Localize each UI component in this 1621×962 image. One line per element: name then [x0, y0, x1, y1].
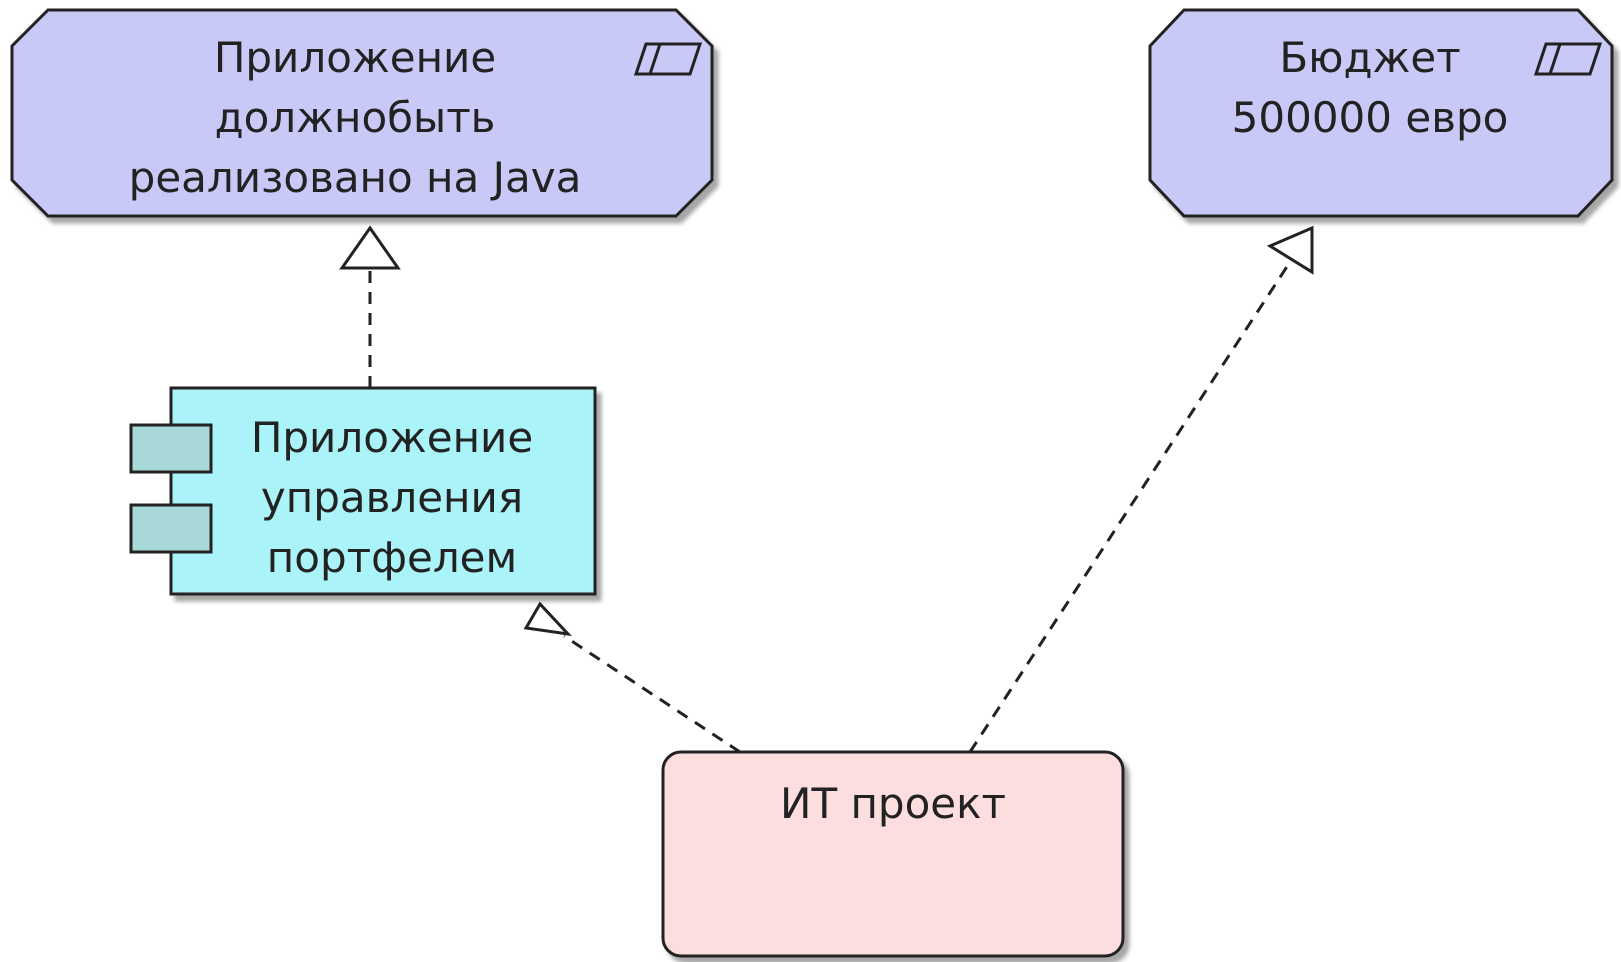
- it-project-node[interactable]: ИТ проект: [661, 750, 1125, 958]
- constraint-parallelogram-icon: [633, 42, 703, 76]
- component-icon: [129, 423, 213, 554]
- application-component-line-3: портфелем: [267, 533, 517, 582]
- relation-project-to-budget[interactable]: [968, 225, 1314, 753]
- constraint-parallelogram-icon: [1533, 42, 1603, 76]
- relation-component-to-java[interactable]: [339, 225, 401, 388]
- constraint-java-line-1: Приложение: [214, 33, 496, 82]
- constraint-java-shape: [10, 8, 714, 218]
- application-component-shape: [169, 386, 597, 596]
- application-component-line-1: Приложение: [251, 413, 533, 462]
- realization-arrowhead-icon: [1266, 225, 1314, 275]
- realization-arrowhead-icon: [523, 601, 572, 637]
- constraint-budget-shape: [1148, 8, 1614, 218]
- constraint-budget-line-1: Бюджет: [1279, 33, 1460, 82]
- constraint-java-node[interactable]: Приложение должнобыть реализовано на Jav…: [10, 8, 714, 218]
- constraint-budget-line-2: 500000 евро: [1232, 93, 1509, 142]
- constraint-java-line-2: должнобыть: [215, 93, 496, 142]
- constraint-java-line-3: реализовано на Java: [129, 153, 582, 202]
- constraint-budget-node[interactable]: Бюджет 500000 евро: [1148, 8, 1614, 218]
- it-project-label: ИТ проект: [780, 779, 1006, 828]
- relation-project-to-component[interactable]: [523, 601, 741, 754]
- application-component-node[interactable]: Приложение управления портфелем: [129, 386, 597, 596]
- realization-arrowhead-icon: [339, 225, 401, 270]
- application-component-line-2: управления: [261, 473, 523, 522]
- it-project-shape: [661, 750, 1125, 958]
